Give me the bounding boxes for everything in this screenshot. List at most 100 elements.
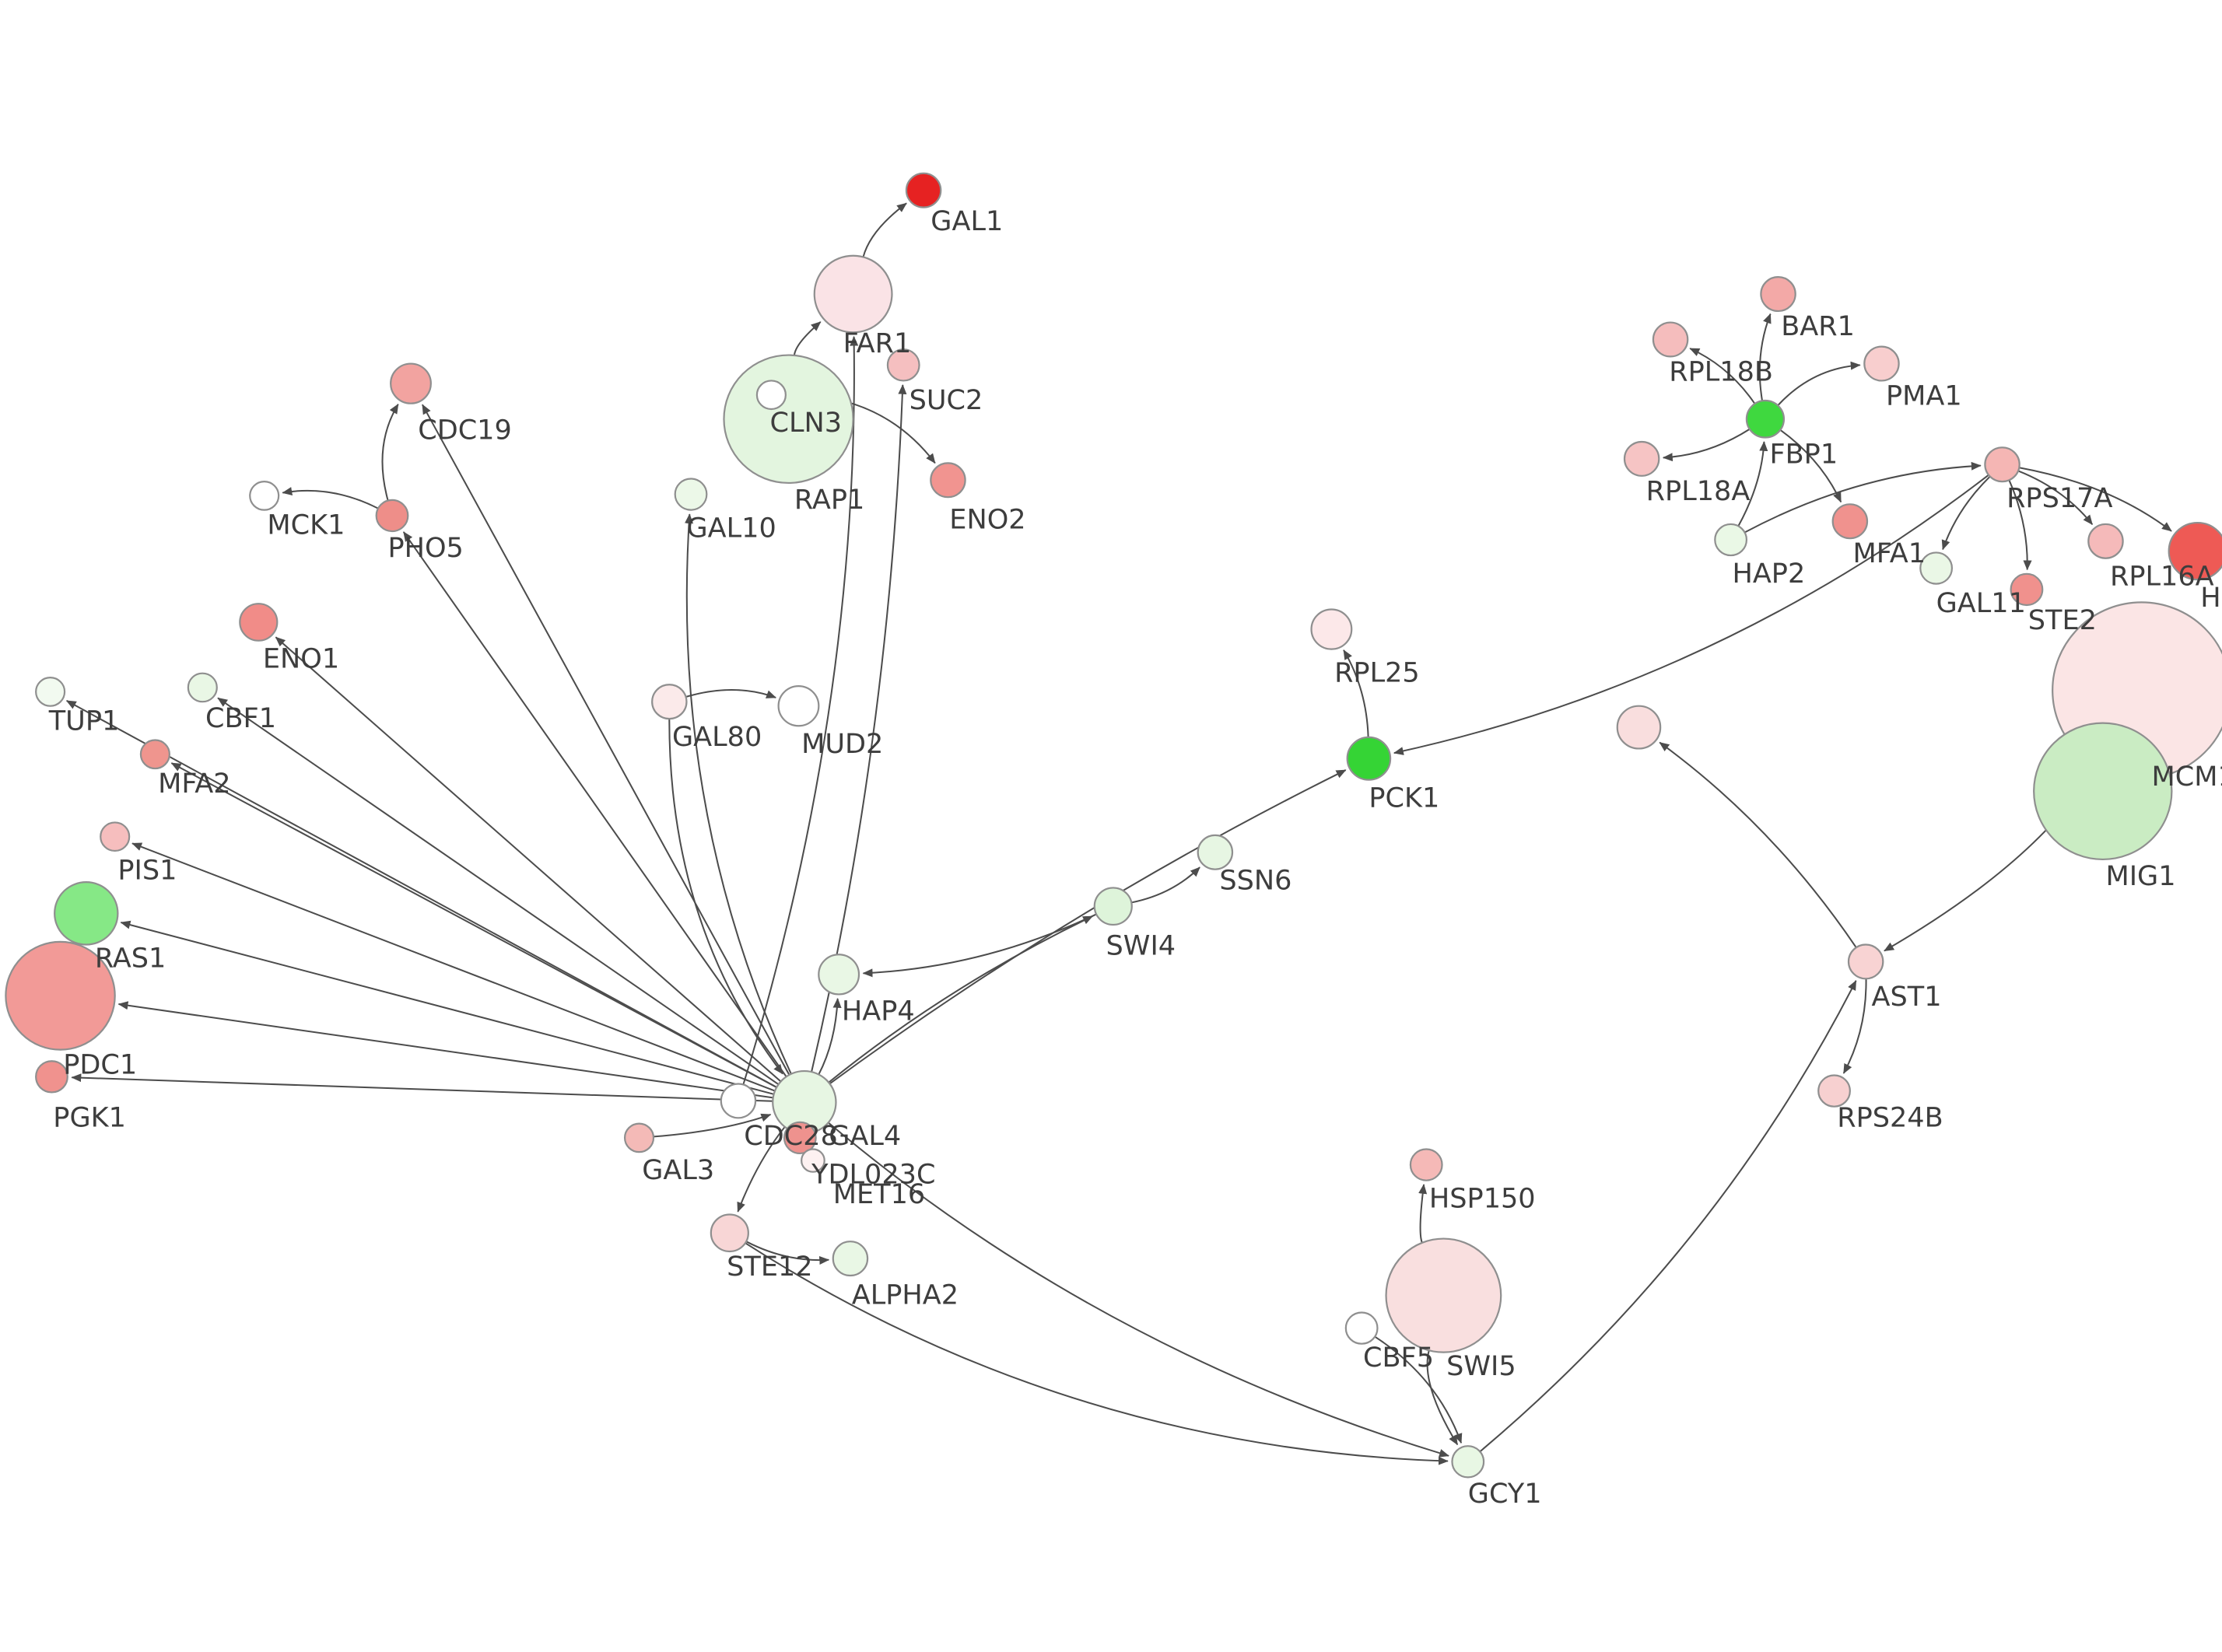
node-RPS24B[interactable] — [1817, 1074, 1851, 1108]
node-ENO1[interactable] — [239, 603, 279, 642]
node-RPS17A[interactable] — [1984, 446, 2020, 483]
node-MUD2[interactable] — [777, 685, 820, 727]
edge-PCK1-RPL25[interactable] — [1343, 649, 1369, 737]
node-label-STE12: STE12 — [727, 1251, 812, 1283]
node-HAP4[interactable] — [818, 954, 860, 996]
node-GAL1[interactable] — [905, 172, 942, 208]
edge-GAL4-ENO1[interactable] — [275, 636, 782, 1083]
edge-SWI5-GCY1[interactable] — [1426, 1350, 1459, 1446]
node-RAS1[interactable] — [54, 881, 119, 946]
edge-GAL4-SWI4[interactable] — [828, 915, 1094, 1083]
edge-STE12-GCY1[interactable] — [745, 1242, 1449, 1465]
node-AST1[interactable] — [1847, 943, 1884, 980]
node-GAL11[interactable] — [1919, 551, 1954, 585]
edge-STE12-ALPHA2[interactable] — [745, 1241, 830, 1265]
node-SUC2[interactable] — [886, 348, 920, 382]
node-PIS1[interactable] — [100, 821, 131, 852]
node-FAR1[interactable] — [813, 254, 893, 334]
edge-FBP1-RPL18B[interactable] — [1689, 348, 1756, 404]
node-MFA2[interactable] — [139, 739, 170, 770]
edge-GAL4-GCY1[interactable] — [828, 1122, 1449, 1458]
edge-PHO5-CDC19[interactable] — [381, 403, 399, 501]
edge-GAL4-CBF1[interactable] — [217, 697, 780, 1086]
edge-AST1-RPS24B[interactable] — [1842, 978, 1867, 1074]
edge-RPS17A-STE2[interactable] — [2008, 479, 2032, 571]
node-PMA1[interactable] — [1863, 345, 1900, 382]
node-GCY1[interactable] — [1451, 1445, 1485, 1479]
node-TUP1[interactable] — [35, 677, 66, 707]
node-STE2[interactable] — [2010, 572, 2044, 607]
node-RPL16A[interactable] — [2087, 523, 2124, 559]
edge-GCY1-AST1[interactable] — [1479, 980, 1857, 1453]
node-BAR1[interactable] — [1760, 276, 1796, 313]
node-RPL18B[interactable] — [1652, 321, 1689, 358]
edge-GAL4-PCK1[interactable] — [829, 769, 1347, 1085]
node-PCK1[interactable] — [1346, 736, 1392, 781]
node-HAP2[interactable] — [1714, 523, 1748, 557]
node-FBP1[interactable] — [1745, 399, 1786, 439]
edge-SWI4-SSN6[interactable] — [1131, 866, 1200, 904]
edge-GAL4-CDC19[interactable] — [422, 404, 790, 1076]
node-YDL023C[interactable] — [783, 1121, 817, 1155]
node-CDC28[interactable] — [720, 1083, 757, 1119]
edge-FAR1-GAL1[interactable] — [862, 202, 907, 257]
edge-FBP1-BAR1[interactable] — [1758, 313, 1772, 401]
node-HIS4[interactable] — [2168, 521, 2222, 581]
node-CLN3[interactable] — [723, 354, 854, 485]
edge-SWI4-HAP4[interactable] — [862, 913, 1097, 978]
node-MFA1[interactable] — [1831, 503, 1869, 540]
node-GAL3[interactable] — [623, 1122, 655, 1153]
edge-CBF5-GCY1[interactable] — [1374, 1335, 1463, 1444]
node-ALPHA2[interactable] — [832, 1241, 869, 1277]
edge-GAL4-MFA2[interactable] — [170, 762, 777, 1088]
node-HSP150[interactable] — [1409, 1148, 1443, 1181]
edge-GAL80-MUD2[interactable] — [685, 689, 776, 698]
edge-GAL4-HAP4[interactable] — [818, 997, 842, 1075]
node-GAL80[interactable] — [651, 684, 688, 720]
node-SWI4[interactable] — [1093, 887, 1133, 926]
edge-GAL4-PIS1[interactable] — [131, 842, 776, 1092]
node-RAP1[interactable] — [755, 380, 787, 411]
edge-CLN3-FAR1[interactable] — [793, 321, 822, 356]
edge-RPS17A-PCK1[interactable] — [1393, 474, 1989, 755]
node-GAL10[interactable] — [674, 478, 708, 511]
edge-GAL3-GAL4[interactable] — [653, 1113, 772, 1138]
node-RPL18A[interactable] — [1623, 440, 1660, 477]
node-MCK1[interactable] — [249, 481, 280, 511]
edge-RPS17A-GAL11[interactable] — [1941, 475, 1991, 551]
edge-AST1-UNNAMED1[interactable] — [1659, 741, 1857, 948]
node-CDC19[interactable] — [390, 362, 432, 404]
node-MET16[interactable] — [801, 1148, 825, 1173]
edge-RPS17A-RPL16A[interactable] — [2017, 470, 2094, 525]
edge-GAL4-PGK1[interactable] — [71, 1073, 773, 1102]
edge-GAL4-TUP1[interactable] — [65, 700, 777, 1088]
node-PDC1[interactable] — [5, 940, 116, 1051]
node-UNNAMED1[interactable] — [1616, 705, 1662, 750]
node-PGK1[interactable] — [35, 1060, 68, 1094]
edge-FBP1-PMA1[interactable] — [1777, 361, 1861, 406]
node-STE12[interactable] — [710, 1213, 749, 1253]
node-SWI5[interactable] — [1385, 1237, 1502, 1353]
edge-GAL4-GAL10[interactable] — [685, 513, 792, 1075]
edge-GAL4-STE12[interactable] — [737, 1126, 786, 1213]
node-CBF1[interactable] — [187, 672, 218, 703]
edge-RPS17A-HIS4[interactable] — [2019, 467, 2172, 532]
node-SSN6[interactable] — [1197, 834, 1234, 870]
edge-CDC28-FAR1[interactable] — [742, 335, 859, 1085]
node-RPL25[interactable] — [1310, 608, 1353, 650]
edge-FBP1-RPL18A[interactable] — [1662, 428, 1751, 462]
edge-PHO5-MCK1[interactable] — [282, 487, 379, 509]
edge-GAL4-PHO5[interactable] — [402, 531, 787, 1077]
node-MIG1[interactable] — [2033, 722, 2173, 861]
edge-SWI5-HSP150[interactable] — [1418, 1184, 1428, 1244]
edge-HAP2-FBP1[interactable] — [1737, 441, 1768, 527]
edge-GAL4-RAS1[interactable] — [120, 920, 774, 1095]
node-CBF5[interactable] — [1344, 1311, 1379, 1345]
node-ENO2[interactable] — [930, 462, 966, 499]
edge-GAL80-GAL4[interactable] — [668, 719, 783, 1075]
edge-GAL4-PDC1[interactable] — [117, 1001, 773, 1099]
node-PHO5[interactable] — [375, 499, 409, 533]
edge-HAP2-RPS17A[interactable] — [1744, 461, 1982, 534]
node-label-HSP150: HSP150 — [1429, 1184, 1536, 1215]
